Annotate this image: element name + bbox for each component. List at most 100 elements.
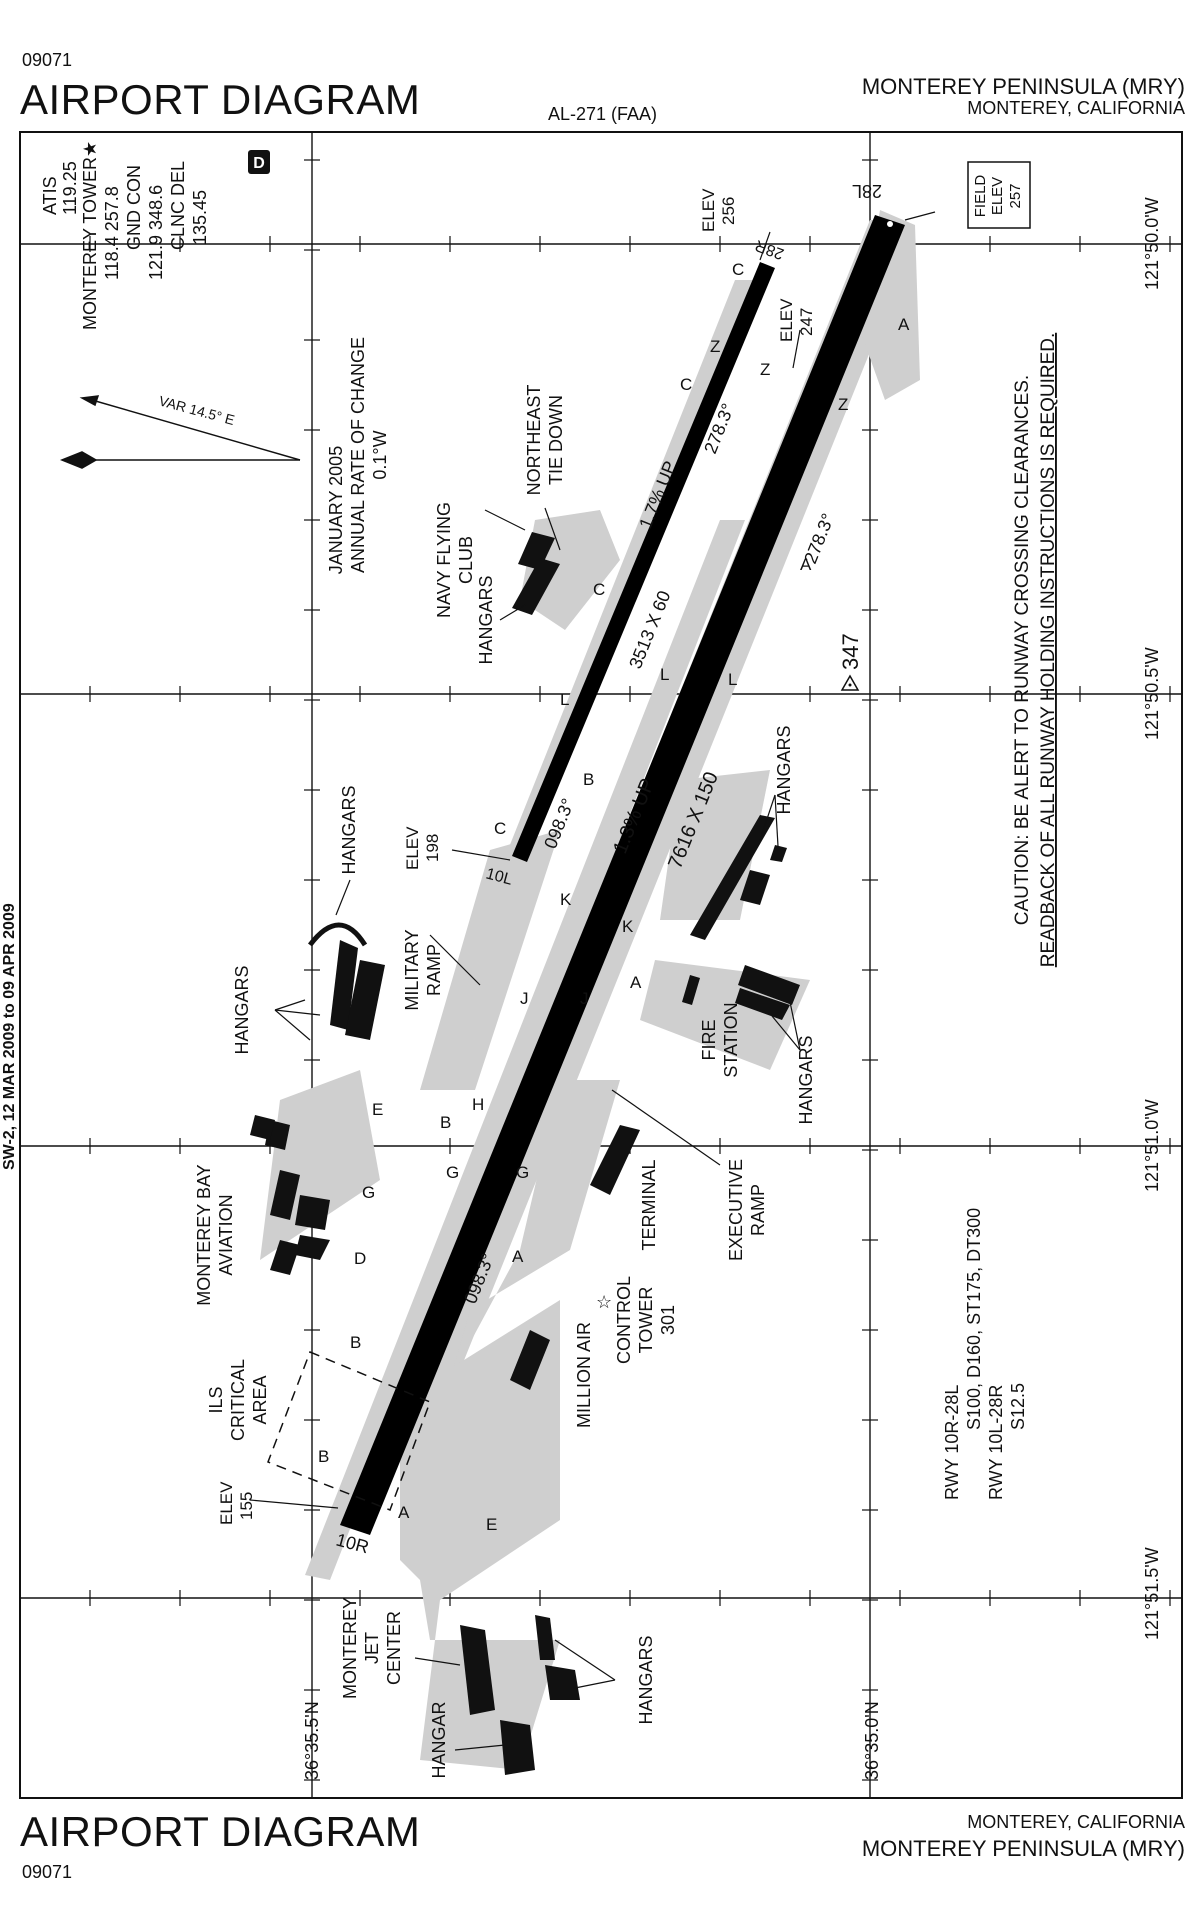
chart-id: AL-271 (FAA): [548, 104, 658, 124]
taxiway-label-z2: Z: [760, 360, 770, 379]
leader-hangars-w2: [274, 1009, 321, 1016]
sidebar-label: SW-2, 12 MAR 2009 to 09 APR 2009: [1, 903, 18, 1170]
city-bottom: MONTEREY, CALIFORNIA: [967, 1812, 1185, 1832]
lat-label-1: 36°35.5'N: [302, 1701, 322, 1780]
lon-label-1: 121°50.0'W: [1142, 197, 1162, 290]
hangars-east2-label: HANGARS: [796, 1035, 816, 1124]
taxiway-label-c3: C: [593, 580, 605, 599]
tower-freq: 118.4 257.8: [102, 186, 122, 280]
taxiway-label-g3: G: [516, 1163, 529, 1182]
procedure-number-top: 09071: [22, 50, 73, 70]
obstacle-symbol: [840, 674, 860, 691]
military-label-2: RAMP: [424, 944, 444, 996]
hangars-south-label: HANGARS: [636, 1635, 656, 1724]
taxiway-label-g1: G: [362, 1183, 375, 1202]
hangars-loop-label: HANGARS: [339, 785, 359, 874]
taxiway-label-c2: C: [680, 375, 692, 394]
mjc-label-3: CENTER: [384, 1611, 404, 1685]
ne-label-1: NORTHEAST: [524, 385, 544, 496]
hangar-block-1: [330, 940, 358, 1030]
hangar-loop-outline: [308, 922, 368, 947]
elev198-value: 198: [423, 834, 442, 862]
taxiway-label-a3: A: [630, 973, 642, 992]
leader-hangars-w1: [274, 999, 306, 1011]
elev155-word: ELEV: [217, 1481, 236, 1525]
fire-label-2: STATION: [721, 1002, 741, 1077]
taxiway-label-h: H: [472, 1095, 484, 1114]
obstacle-height: 347: [838, 633, 863, 670]
taxiway-label-j1: J: [520, 989, 529, 1008]
mba-bldg-4: [295, 1235, 330, 1260]
lon-label-4: 121°51.5'W: [1142, 1547, 1162, 1640]
leader-hangars-e2: [774, 794, 779, 847]
taxiway-label-z3: Z: [838, 395, 848, 414]
taxiway-label-e2: E: [486, 1515, 497, 1534]
lat-label-2: 36°35.0'N: [862, 1701, 882, 1780]
taxiway-label-a4: A: [512, 1247, 524, 1266]
airport-name-bottom: MONTEREY PENINSULA (MRY): [861, 1836, 1185, 1861]
leader-hangars-e3: [789, 1001, 801, 1051]
leader-navy: [484, 509, 526, 531]
mba-bldg-5: [270, 1240, 300, 1275]
terminal-bldg: [590, 1125, 640, 1195]
mba-label-1: MONTEREY BAY: [194, 1164, 214, 1305]
hangar-south-label: HANGAR: [429, 1701, 449, 1778]
rwy2-label: RWY 10L-28R: [986, 1385, 1006, 1500]
tower-label-3: 301: [658, 1305, 678, 1335]
east-hangar-3: [770, 845, 787, 862]
atis-label: ATIS: [40, 176, 60, 215]
east-hangar-2: [740, 870, 770, 905]
leader-executive: [611, 1089, 721, 1166]
lon-label-3: 121°51.0'W: [1142, 1099, 1162, 1192]
clnc-label: CLNC DEL: [168, 161, 188, 250]
east-hangar-4: [738, 965, 800, 1005]
page-title-bottom: AIRPORT DIAGRAM: [20, 1808, 421, 1855]
terminal-ramp: [450, 1080, 620, 1380]
city-top: MONTEREY, CALIFORNIA: [967, 98, 1185, 118]
runway-end-28r: 28R: [753, 236, 786, 262]
navy-flying-club-bldg: [518, 532, 555, 570]
taxiway-label-d: D: [354, 1249, 366, 1268]
taxiway-label-k1: K: [560, 890, 572, 909]
rwy2-values: S12.5: [1008, 1383, 1028, 1430]
elev247-word: ELEV: [777, 298, 796, 342]
class-d-badge-bg: [248, 150, 270, 174]
field-elev-value: 257: [1007, 183, 1024, 208]
taxiway-labels: A A A A A B B B B C C C C D E E G G G H …: [318, 260, 910, 1534]
elev198-word: ELEV: [403, 826, 422, 870]
leader-mjc: [414, 1657, 461, 1666]
page-title-top: AIRPORT DIAGRAM: [20, 76, 421, 123]
caution-line2: READBACK OF ALL RUNWAY HOLDING INSTRUCTI…: [1038, 333, 1059, 968]
ils-label-1: ILS: [206, 1386, 226, 1413]
runway-end-dot: [887, 221, 893, 227]
mba-ramp: [260, 1070, 380, 1260]
taxiway-label-e1: E: [372, 1100, 383, 1119]
million-air-label: MILLION AIR: [574, 1322, 594, 1428]
east-hangar-5: [735, 988, 790, 1020]
var-annual-label: ANNUAL RATE OF CHANGE: [348, 337, 368, 573]
leader-hangar-s: [454, 1744, 506, 1751]
graticule-ticks: [89, 159, 1171, 1781]
taxiway-label-l3: L: [728, 670, 737, 689]
rwy1-label: RWY 10R-28L: [942, 1385, 962, 1500]
east-hangar-1: [690, 815, 775, 940]
mba-label-2: AVIATION: [216, 1194, 236, 1275]
leader-northeast: [544, 507, 561, 551]
taxiway-label-c1: C: [732, 260, 744, 279]
leader-hangars-e4: [771, 1015, 801, 1051]
rwy1-values: S100, D160, ST175, DT300: [964, 1208, 984, 1430]
leader-elev256: [759, 231, 771, 261]
field-elev-line2: ELEV: [989, 177, 1006, 215]
caution-line1: CAUTION: BE ALERT TO RUNWAY CROSSING CLE…: [1012, 375, 1033, 925]
ils-label-3: AREA: [250, 1375, 270, 1424]
hangars-east-label: HANGARS: [774, 725, 794, 814]
hangars-west-label: HANGARS: [232, 965, 252, 1054]
tower-label-1: CONTROL: [614, 1276, 634, 1364]
class-d-badge: D: [253, 155, 265, 172]
hangars-south-2: [545, 1665, 580, 1700]
exec-label-2: RAMP: [748, 1184, 768, 1236]
var-annual-value: 0.1°W: [370, 430, 390, 479]
leader-elev247: [792, 329, 801, 369]
taxiway-label-a5: A: [398, 1503, 410, 1522]
leader-hangars-s2: [574, 1679, 616, 1689]
